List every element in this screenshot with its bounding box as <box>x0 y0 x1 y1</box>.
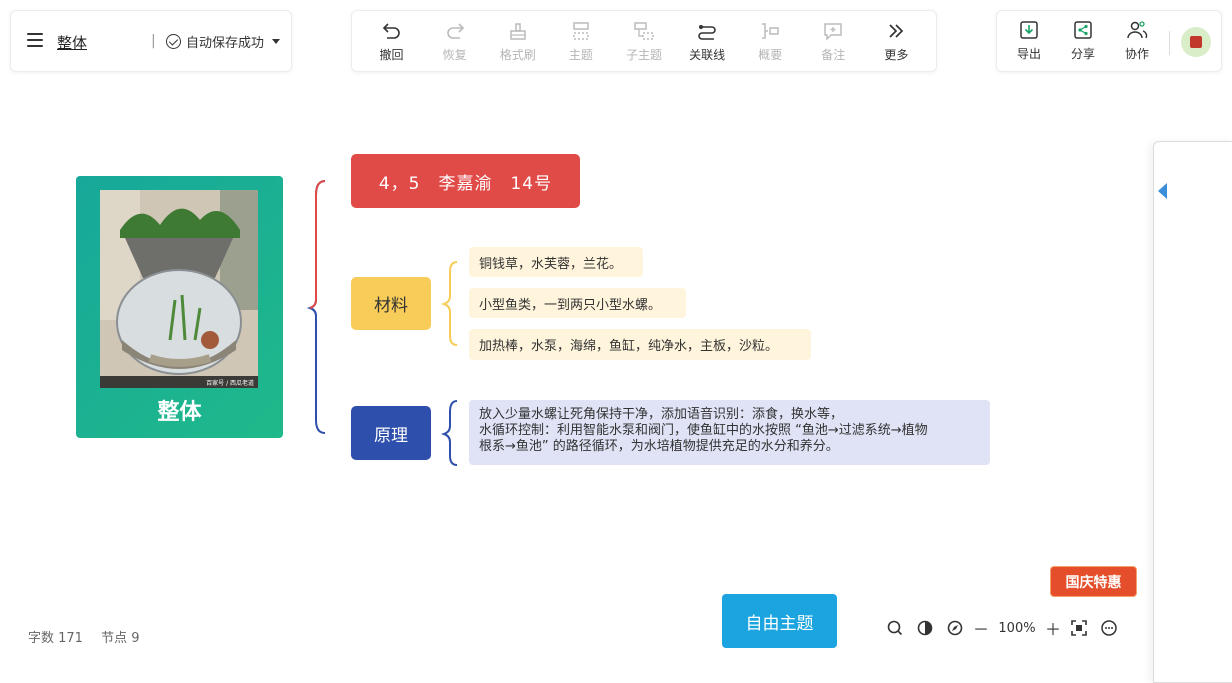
divider: | <box>151 33 156 49</box>
zoom-in-button[interactable]: ＋ <box>1044 620 1061 639</box>
theme-icon <box>917 620 933 636</box>
format-brush-label: 格式刷 <box>499 47 536 62</box>
free-topic-button[interactable]: 自由主题 <box>722 594 837 648</box>
topic-label: 主题 <box>568 47 593 62</box>
expand-arrow-icon[interactable] <box>1158 183 1167 199</box>
connector-lines <box>306 180 458 466</box>
zoom-level[interactable]: 100% <box>998 620 1036 636</box>
free-topic-label: 自由主题 <box>745 613 814 634</box>
save-status-text: 自动保存成功 <box>186 36 265 51</box>
collaborate-button[interactable]: 协作 <box>1115 19 1159 62</box>
promo-badge[interactable]: 国庆特惠 <box>1050 566 1137 597</box>
topic-icon <box>573 21 589 40</box>
divider <box>1169 31 1170 55</box>
root-topic-label: 整体 <box>157 400 202 425</box>
more-options-button[interactable] <box>1094 619 1124 637</box>
note-icon <box>824 22 843 41</box>
compass-icon <box>947 620 963 636</box>
document-header: 整体 | 自动保存成功 <box>10 10 292 72</box>
subtopic-label: 子主题 <box>625 47 662 62</box>
topic-principle-label: 原理 <box>374 425 408 446</box>
topic-info-label: 4，5 李嘉渝 14号 <box>378 173 553 194</box>
zoom-controls: － 100% ＋ <box>880 615 1124 641</box>
more-label: 更多 <box>884 47 909 62</box>
collaborate-label: 协作 <box>1124 47 1149 61</box>
share-label: 分享 <box>1070 47 1095 61</box>
material-item[interactable]: 加热棒，水泵，海绵，鱼缸，纯净水，主板，沙粒。 <box>469 329 811 360</box>
relation-line-label: 关联线 <box>689 47 726 62</box>
locate-button[interactable] <box>940 619 970 637</box>
promo-label: 国庆特惠 <box>1065 574 1122 591</box>
ellipsis-circle-icon <box>1101 620 1117 636</box>
share-button[interactable]: 分享 <box>1061 19 1105 62</box>
topic-material[interactable]: 材料 <box>351 277 431 330</box>
principle-line: 水循环控制：利用智能水泵和阀门，使鱼缸中的水按照 “鱼池→过滤系统→植物 <box>479 423 928 438</box>
side-panel <box>1153 141 1232 683</box>
export-icon <box>1020 21 1038 39</box>
format-brush-button[interactable]: 格式刷 <box>490 20 546 63</box>
theme-button[interactable] <box>910 619 940 637</box>
topic-material-label: 材料 <box>374 296 408 316</box>
root-topic[interactable]: 百家号 / 西瓜老道 整体 <box>76 176 283 438</box>
note-label: 备注 <box>821 47 846 62</box>
relation-line-button[interactable]: 关联线 <box>679 20 735 63</box>
undo-button[interactable]: 撤回 <box>364 20 420 63</box>
note-button[interactable]: 备注 <box>805 20 861 63</box>
relation-line-icon <box>698 24 716 40</box>
aquarium-photo: 百家号 / 西瓜老道 <box>100 190 258 388</box>
watermark-text: 百家号 / 西瓜老道 <box>206 379 254 387</box>
topic-info[interactable]: 4，5 李嘉渝 14号 <box>351 154 580 208</box>
summary-button[interactable]: 概要 <box>742 20 798 63</box>
redo-label: 恢复 <box>442 47 467 62</box>
subtopic-icon <box>634 21 654 40</box>
search-button[interactable] <box>880 619 910 637</box>
node-count: 节点 9 <box>101 631 140 646</box>
zoom-out-button[interactable]: － <box>972 620 989 639</box>
brush-icon <box>510 22 526 40</box>
subtopic-button[interactable]: 子主题 <box>616 20 672 63</box>
undo-label: 撤回 <box>379 47 404 62</box>
topic-button[interactable]: 主题 <box>553 20 609 63</box>
summary-label: 概要 <box>758 47 783 62</box>
share-panel: 导出 分享 协作 <box>996 10 1222 72</box>
redo-icon <box>446 22 464 39</box>
export-button[interactable]: 导出 <box>1007 19 1051 62</box>
redo-button[interactable]: 恢复 <box>427 20 483 63</box>
material-item[interactable]: 小型鱼类，一到两只小型水螺。 <box>469 288 686 318</box>
editing-toolbar: 撤回 恢复 格式刷 主题 子主题 关联线 概要 备注 更多 <box>351 10 937 72</box>
document-stats: 字数 171 节点 9 <box>28 627 154 646</box>
topic-principle[interactable]: 原理 <box>351 406 431 460</box>
caret-down-icon <box>272 39 281 44</box>
material-item-text: 铜钱草，水芙蓉，兰花。 <box>479 256 623 272</box>
material-item-text: 小型鱼类，一到两只小型水螺。 <box>479 297 662 313</box>
avatar[interactable] <box>1181 27 1211 57</box>
principle-line: 放入少量水螺让死角保持干净，添加语音识别：添食，换水等， <box>479 407 844 422</box>
share-icon <box>1074 21 1092 39</box>
more-button[interactable]: 更多 <box>868 20 924 63</box>
document-title[interactable]: 整体 <box>57 34 88 52</box>
undo-icon <box>382 22 400 39</box>
check-circle-icon <box>166 34 181 49</box>
menu-icon[interactable] <box>27 33 43 47</box>
summary-icon <box>762 22 779 39</box>
principle-line: 根系→鱼池” 的路径循环，为水培植物提供充足的水分和养分。 <box>479 439 839 454</box>
search-icon <box>887 620 903 636</box>
fit-screen-icon <box>1071 620 1087 636</box>
fit-screen-button[interactable] <box>1064 619 1094 637</box>
save-status-dropdown[interactable]: 自动保存成功 <box>166 32 281 51</box>
material-item-text: 加热棒，水泵，海绵，鱼缸，纯净水，主板，沙粒。 <box>479 339 779 354</box>
double-chevron-right-icon <box>889 23 904 38</box>
material-item[interactable]: 铜钱草，水芙蓉，兰花。 <box>469 247 643 277</box>
users-icon <box>1127 21 1148 39</box>
export-label: 导出 <box>1016 47 1041 61</box>
word-count: 字数 171 <box>28 631 83 646</box>
principle-item[interactable]: 放入少量水螺让死角保持干净，添加语音识别：添食，换水等， 水循环控制：利用智能水… <box>469 400 990 465</box>
